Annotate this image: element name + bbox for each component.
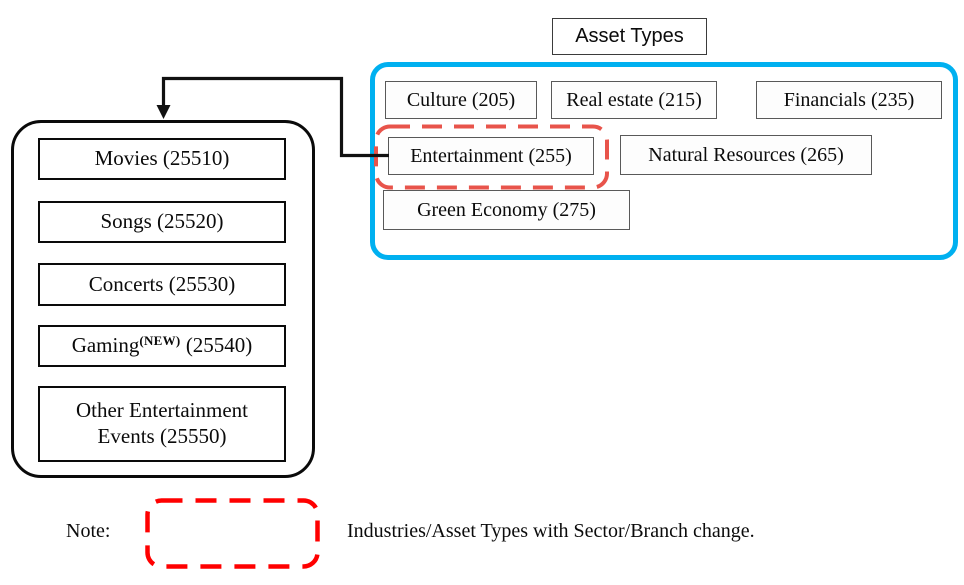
entertainment-connector-arrowhead	[156, 105, 171, 119]
industry-other-events-line2: Events (25550)	[97, 424, 227, 448]
asset-type-entertainment: Entertainment (255)	[388, 137, 594, 175]
industry-concerts: Concerts (25530)	[38, 263, 286, 306]
asset-type-real-estate: Real estate (215)	[551, 81, 717, 119]
industry-gaming: Gaming(NEW) (25540)	[38, 325, 286, 367]
note-legend-dashed-box	[145, 498, 320, 569]
industry-songs-label: Songs (25520)	[100, 209, 224, 234]
asset-type-culture: Culture (205)	[385, 81, 537, 119]
asset-type-entertainment-label: Entertainment (255)	[410, 144, 572, 167]
asset-type-real-estate-label: Real estate (215)	[566, 88, 702, 111]
asset-type-financials: Financials (235)	[756, 81, 942, 119]
industry-movies: Movies (25510)	[38, 138, 286, 180]
note-label: Note:	[66, 520, 111, 542]
industry-concerts-label: Concerts (25530)	[88, 271, 236, 296]
asset-type-natural-resources-label: Natural Resources (265)	[648, 143, 844, 166]
asset-type-natural-resources: Natural Resources (265)	[620, 135, 872, 175]
industry-other-events-line1: Other Entertainment	[75, 398, 249, 423]
asset-types-group	[370, 62, 958, 260]
industry-other-entertainment-events: Other Entertainment Events (25550)	[38, 386, 286, 462]
note-text: Industries/Asset Types with Sector/Branc…	[347, 520, 755, 542]
industry-songs: Songs (25520)	[38, 201, 286, 243]
asset-types-title-label: Asset Types	[575, 25, 684, 47]
industry-movies-label: Movies (25510)	[94, 146, 230, 171]
asset-types-title: Asset Types	[552, 18, 707, 55]
asset-type-financials-label: Financials (235)	[783, 88, 915, 111]
asset-type-culture-label: Culture (205)	[406, 88, 516, 111]
asset-type-green-economy-label: Green Economy (275)	[417, 198, 596, 221]
industry-gaming-new-superscript: (NEW)	[139, 333, 181, 349]
industry-gaming-label: Gaming(NEW) (25540)	[71, 333, 253, 358]
asset-type-green-economy: Green Economy (275)	[383, 190, 630, 230]
